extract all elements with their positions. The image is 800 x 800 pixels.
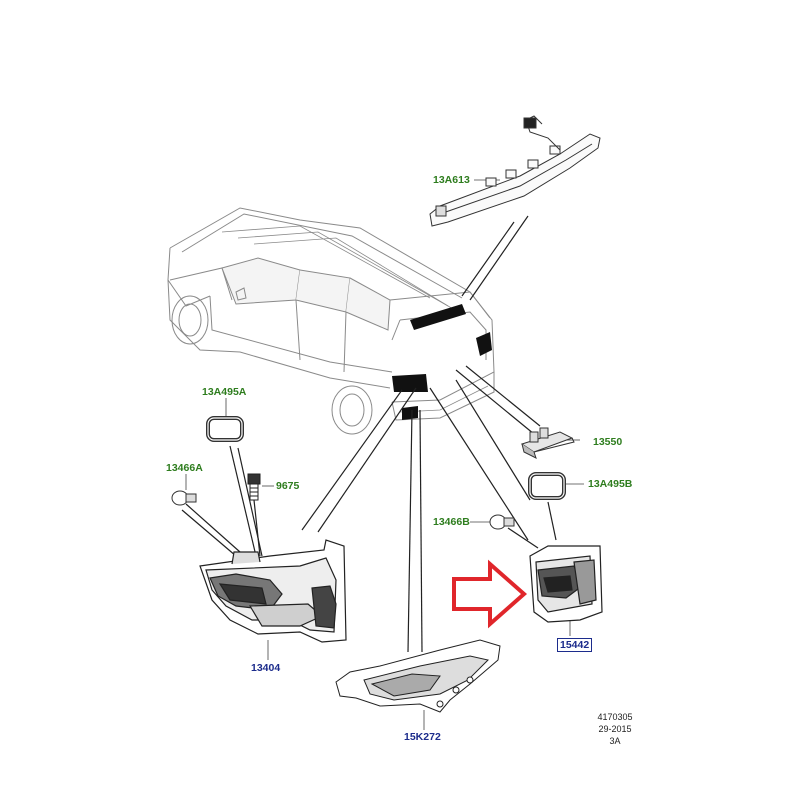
callout-13A495A[interactable]: 13A495A [202, 386, 247, 398]
callout-13A495B[interactable]: 13A495B [588, 478, 633, 490]
callout-9675[interactable]: 9675 [276, 480, 300, 492]
plate-lamp-part[interactable] [520, 427, 575, 459]
callout-13466A[interactable]: 13466A [166, 462, 203, 474]
callout-15442[interactable]: 15442 [557, 638, 593, 652]
reference-date: 29-2015 [598, 724, 632, 734]
callout-15K272[interactable]: 15K272 [404, 731, 441, 743]
rear-lamp-right-part[interactable] [529, 545, 603, 623]
reference-number: 4170305 [597, 712, 633, 722]
callout-13A613[interactable]: 13A613 [433, 174, 470, 186]
callout-13550[interactable]: 13550 [593, 436, 623, 448]
bulb-right-part[interactable] [489, 514, 515, 530]
reference-block: 4170305 29-2015 3A [590, 711, 640, 747]
vehicle-highlight-parts [392, 304, 492, 420]
callout-13466B[interactable]: 13466B [433, 516, 470, 528]
callout-13404[interactable]: 13404 [251, 662, 281, 674]
brake-light-bar-part[interactable] [429, 115, 601, 227]
screw-part[interactable] [247, 473, 261, 501]
vehicle-illustration [167, 207, 495, 435]
bulb-left-part[interactable] [171, 490, 197, 506]
bumper-lamp-part[interactable] [335, 639, 501, 713]
gasket-right-part[interactable] [528, 472, 566, 500]
rear-lamp-left-part[interactable] [199, 539, 347, 643]
highlight-arrow [452, 559, 528, 629]
reference-sheet: 3A [609, 736, 621, 746]
leader-lines [181, 215, 557, 653]
gasket-left-part[interactable] [206, 416, 244, 442]
